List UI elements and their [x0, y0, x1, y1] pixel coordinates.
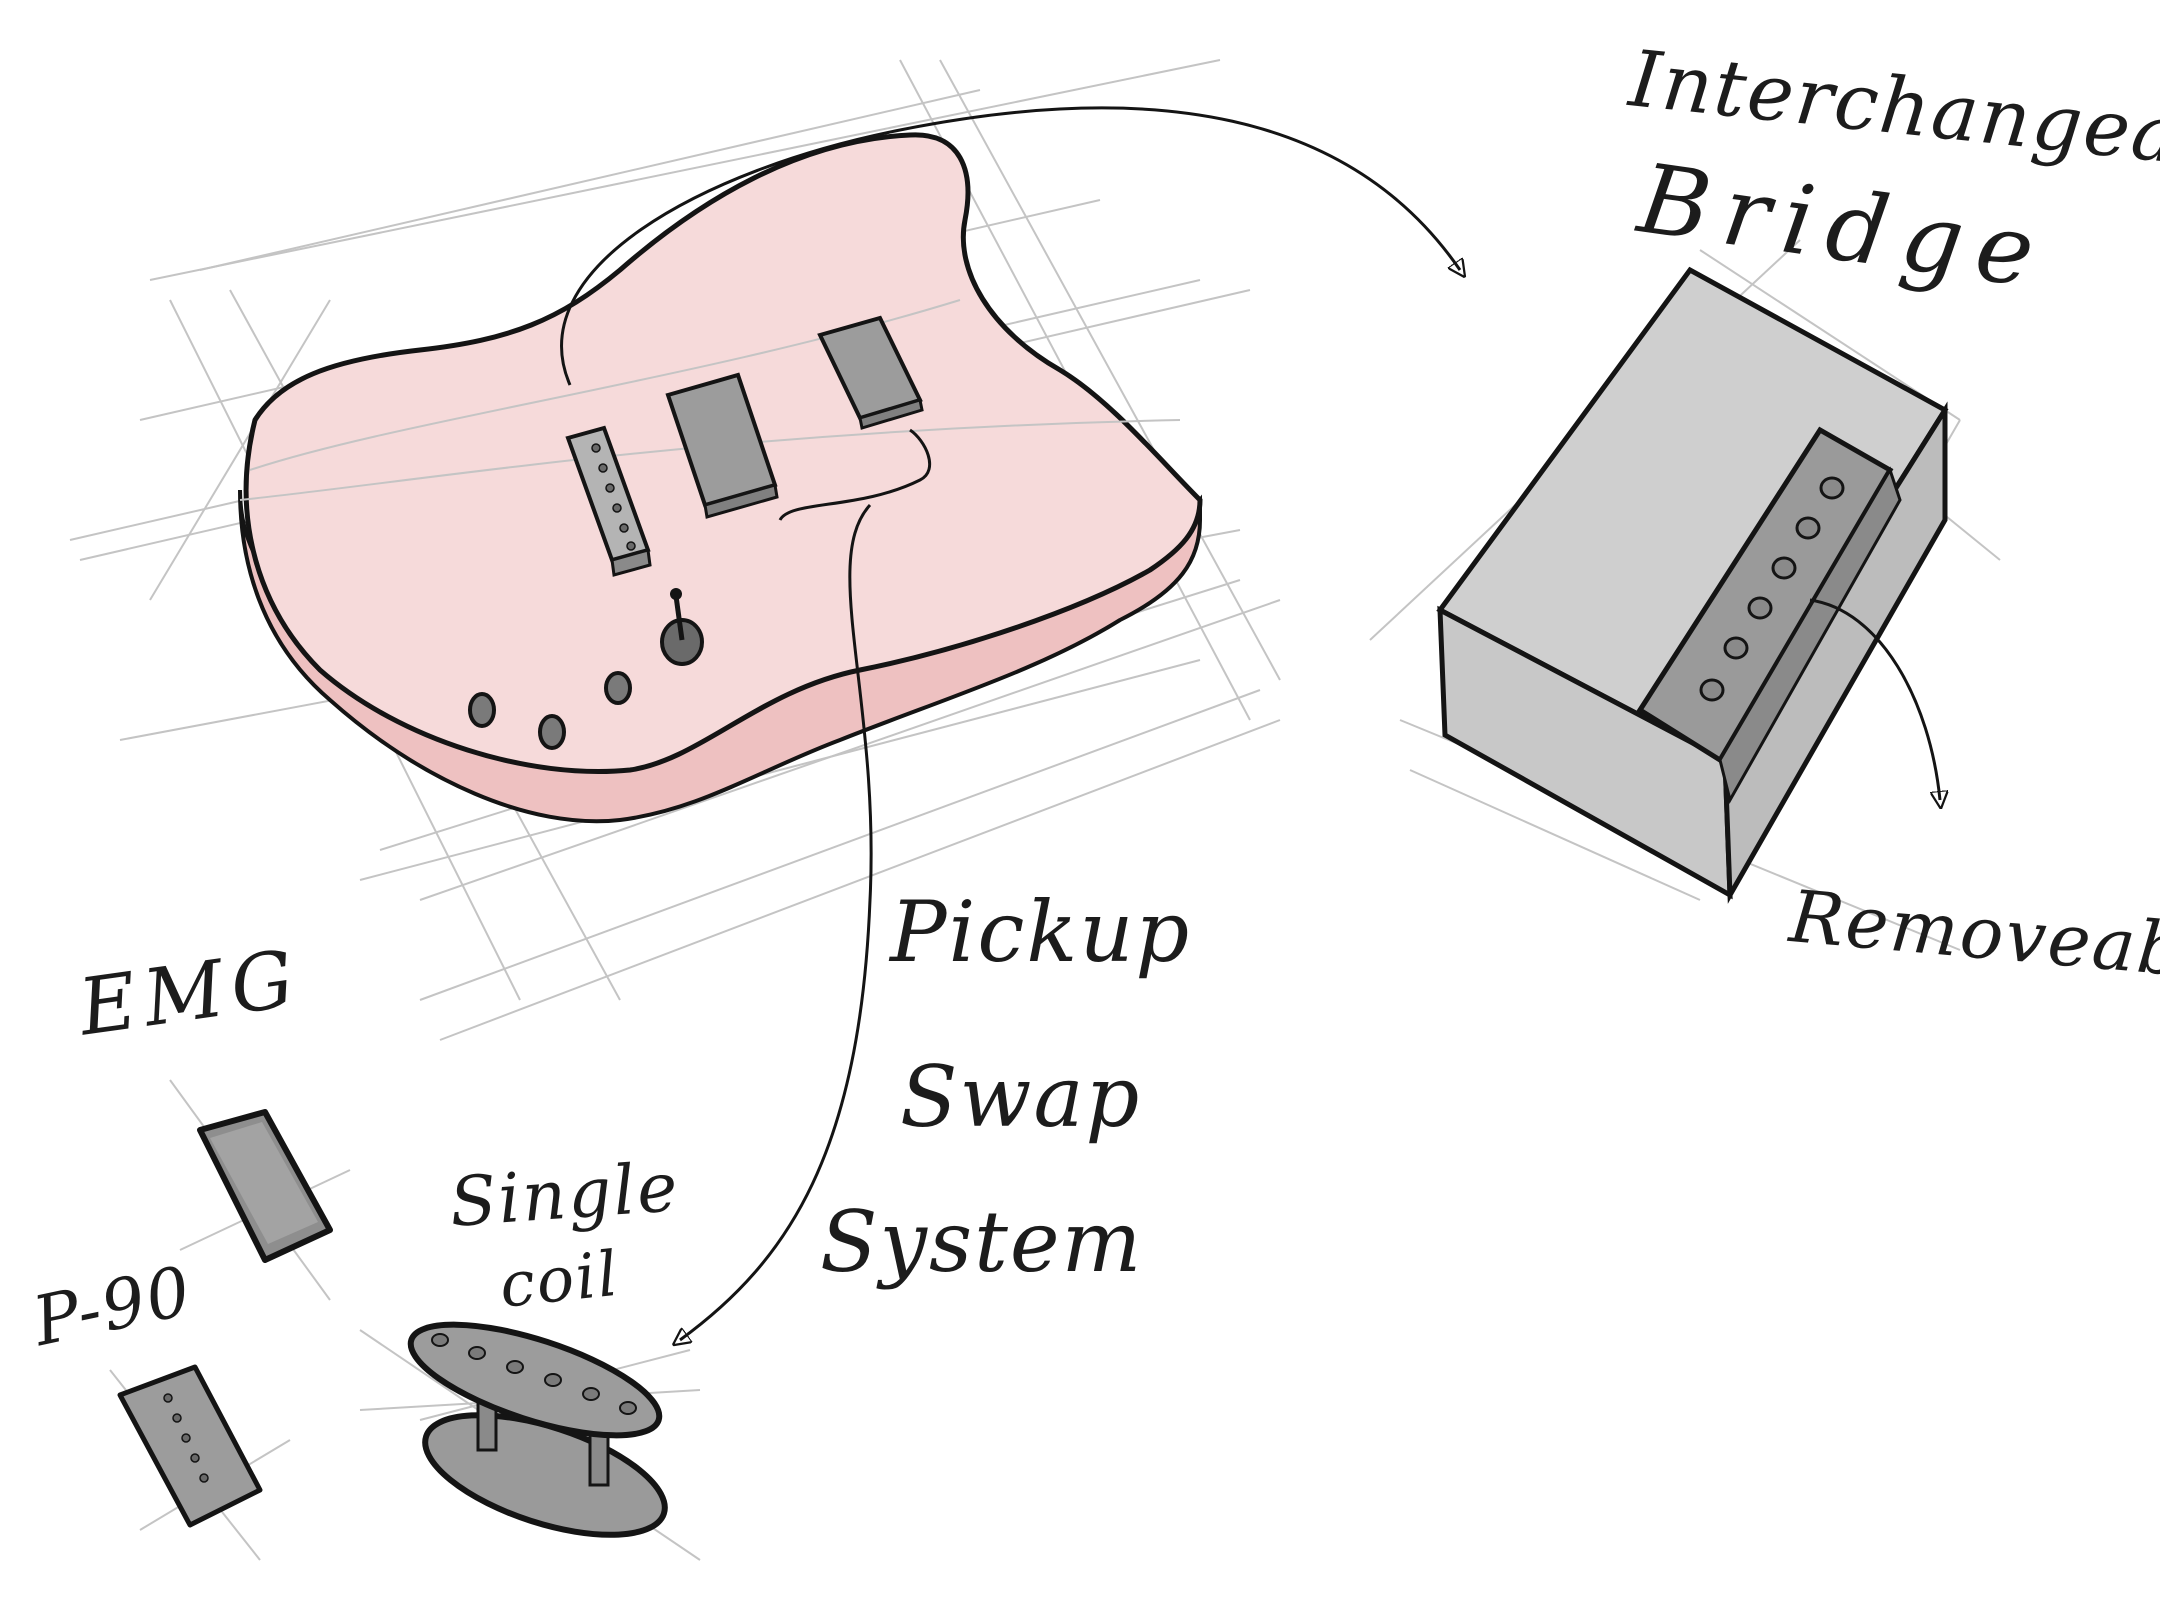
bridge-module-group: [1370, 240, 2000, 950]
label-single: Single: [448, 1154, 682, 1238]
label-coil: coil: [497, 1243, 623, 1317]
tone-knob: [540, 716, 564, 748]
label-swap: Swap: [900, 1055, 1141, 1139]
label-system: System: [820, 1200, 1143, 1284]
label-pickup: Pickup: [890, 890, 1191, 974]
p90-pickup: [110, 1367, 290, 1560]
single-coil-pickup: [360, 1302, 700, 1560]
emg-pickup: [170, 1080, 350, 1300]
tone-knob-2: [606, 673, 630, 703]
volume-knob: [470, 694, 494, 726]
